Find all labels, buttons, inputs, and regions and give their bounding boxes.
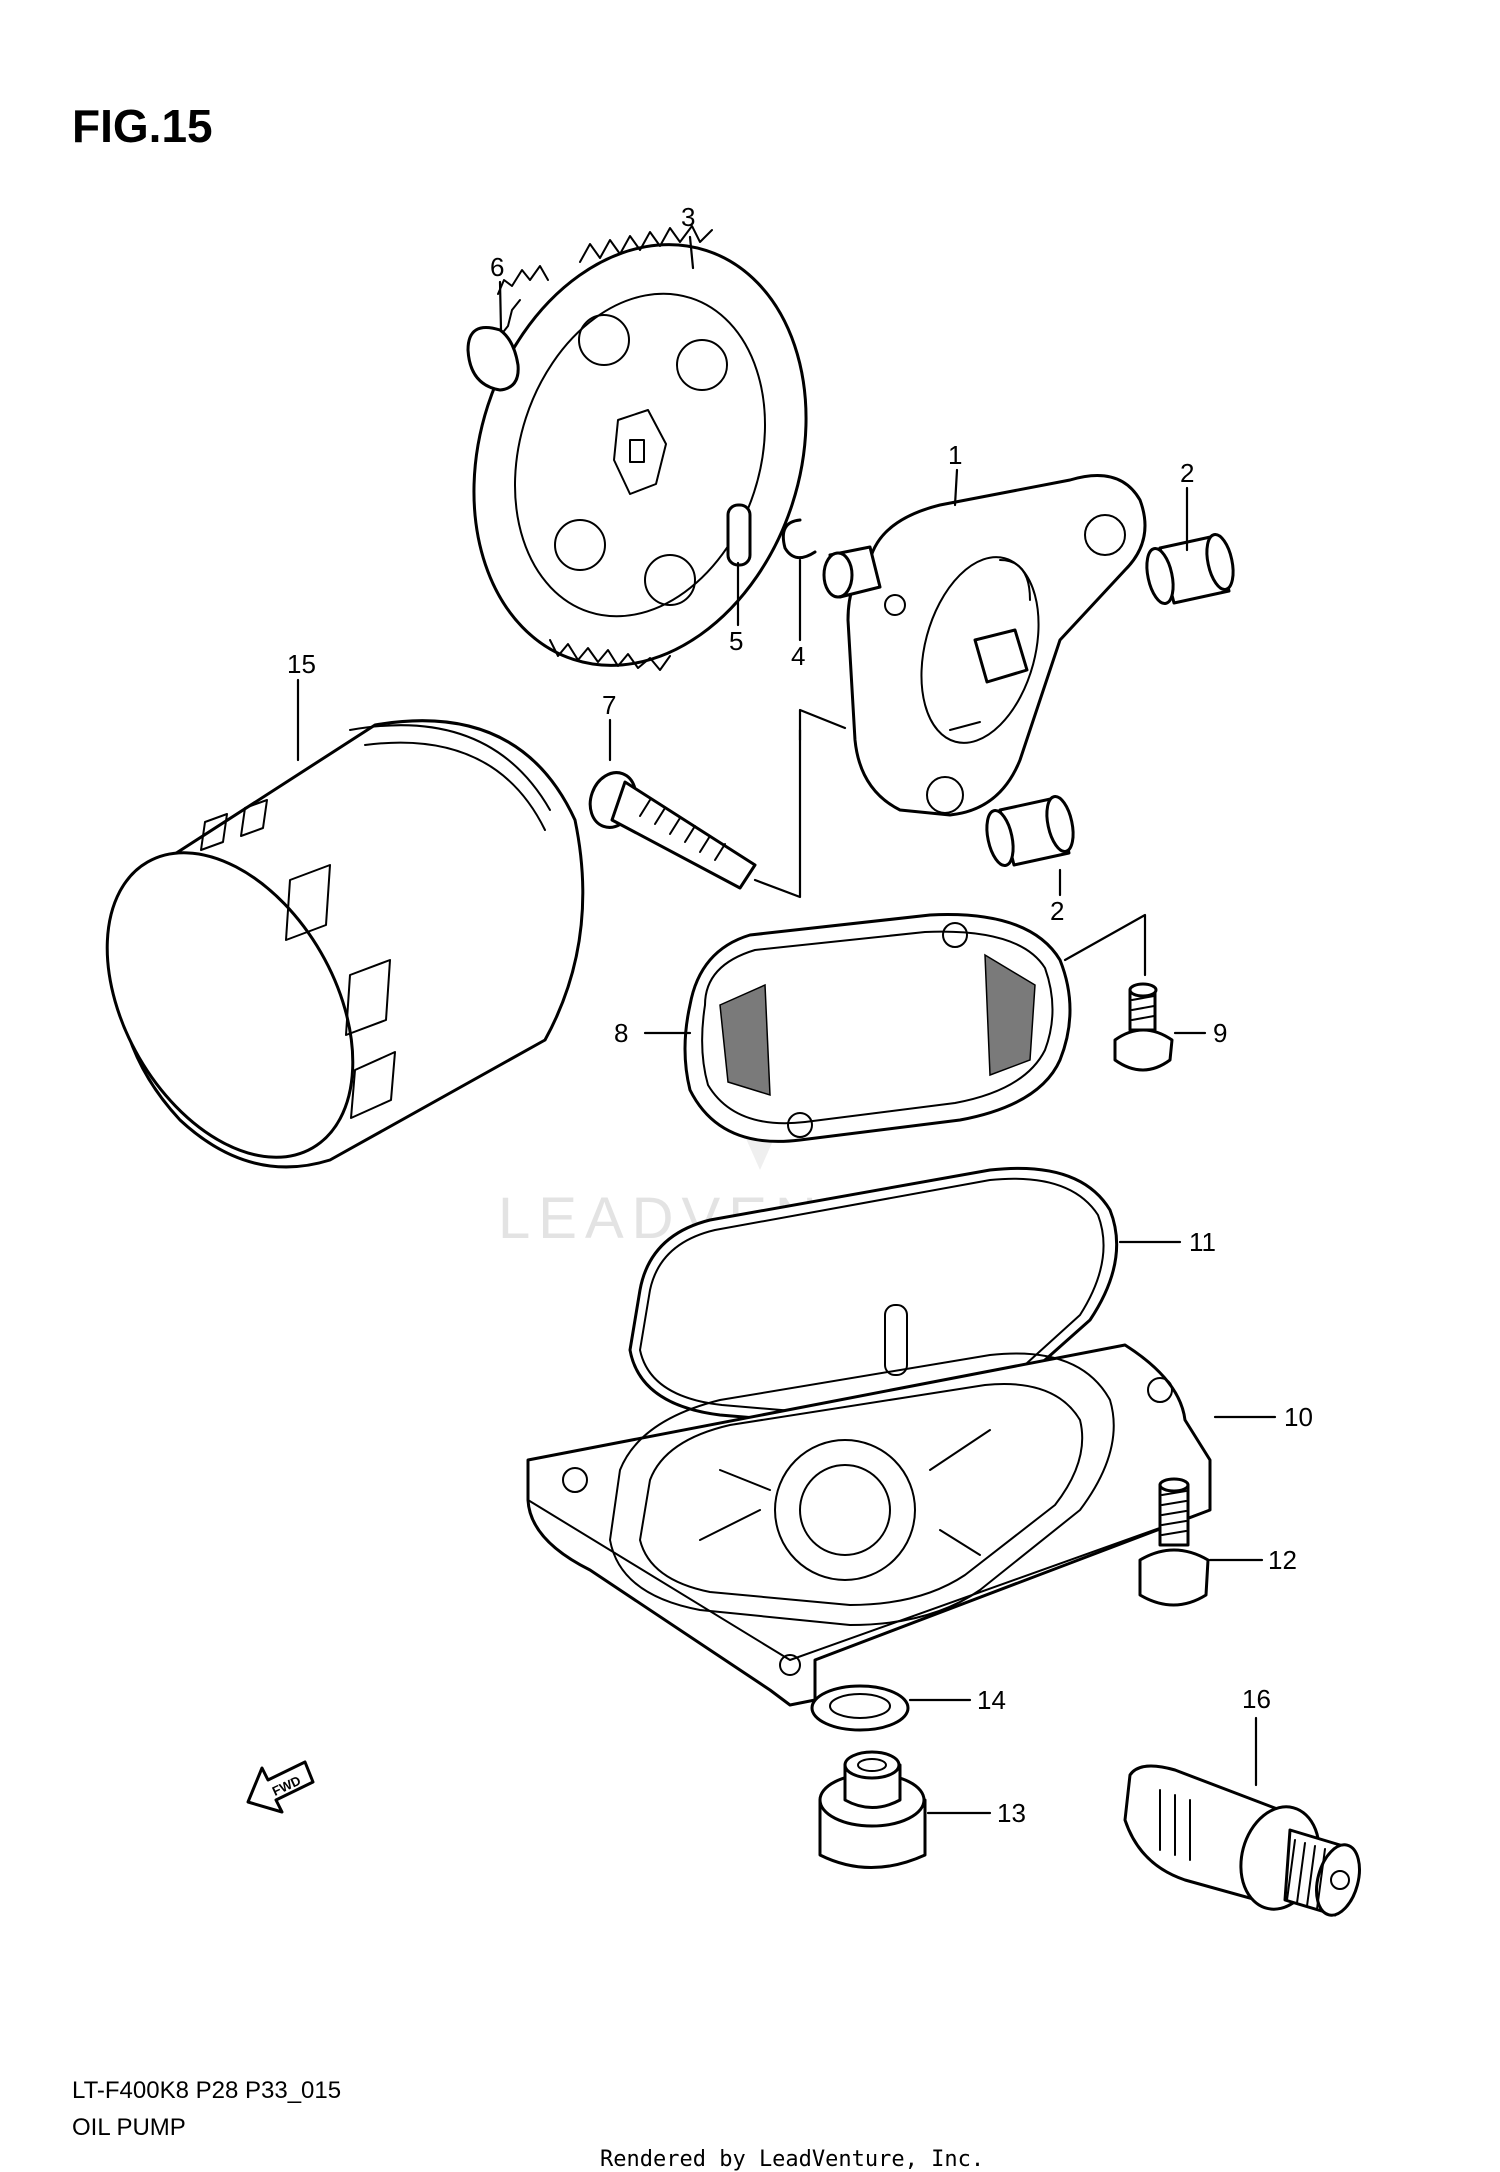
callout-5: 5 xyxy=(729,626,743,656)
callout-13: 13 xyxy=(997,1798,1026,1828)
bolt-7[interactable] xyxy=(583,766,757,890)
callout-14: 14 xyxy=(977,1685,1006,1715)
washer-4[interactable] xyxy=(781,518,817,560)
bolt-12[interactable] xyxy=(1138,1477,1210,1607)
figure-title: FIG.15 xyxy=(72,100,213,152)
circlip-6[interactable] xyxy=(466,326,520,392)
oil-filter[interactable] xyxy=(57,719,585,1201)
pin-5[interactable] xyxy=(726,503,752,567)
callout-16: 16 xyxy=(1242,1684,1271,1714)
fwd-direction-arrow: FWD xyxy=(246,1760,315,1814)
oil-pump-assembly[interactable] xyxy=(822,474,1147,817)
callout-6: 6 xyxy=(490,252,504,282)
callout-2-lower: 2 xyxy=(1050,896,1064,926)
model-code: LT-F400K8 P28 P33_015 xyxy=(72,2077,341,2104)
leader-lines xyxy=(296,235,1277,1815)
dowel-pin-upper[interactable] xyxy=(1142,532,1237,606)
callout-9: 9 xyxy=(1213,1018,1227,1048)
callout-8: 8 xyxy=(614,1018,628,1048)
dowel-pin-lower[interactable] xyxy=(982,794,1077,868)
oil-strainer-8[interactable] xyxy=(683,913,1072,1143)
callout-15: 15 xyxy=(287,649,316,679)
oil-pan-10[interactable] xyxy=(526,1304,1212,1707)
render-credit: Rendered by LeadVenture, Inc. xyxy=(600,2147,984,2172)
gasket-14[interactable] xyxy=(810,1684,910,1732)
callout-1: 1 xyxy=(948,440,962,470)
callout-labels: 3 6 1 2 5 4 15 7 2 8 9 11 10 12 16 14 13 xyxy=(287,202,1313,1828)
callout-10: 10 xyxy=(1284,1402,1313,1432)
drain-plug-13[interactable] xyxy=(818,1750,927,1869)
oil-pump-driven-gear[interactable] xyxy=(421,201,858,709)
section-name: OIL PUMP xyxy=(72,2114,186,2141)
callout-3: 3 xyxy=(681,202,695,232)
oil-pressure-switch-16[interactable] xyxy=(1123,1764,1367,1920)
callout-12: 12 xyxy=(1268,1545,1297,1575)
callout-2-upper: 2 xyxy=(1180,458,1194,488)
bolt-9[interactable] xyxy=(1113,982,1174,1072)
callout-7: 7 xyxy=(602,690,616,720)
callout-4: 4 xyxy=(791,641,805,671)
o-ring-11[interactable] xyxy=(628,1166,1119,1432)
callout-11: 11 xyxy=(1189,1227,1216,1257)
